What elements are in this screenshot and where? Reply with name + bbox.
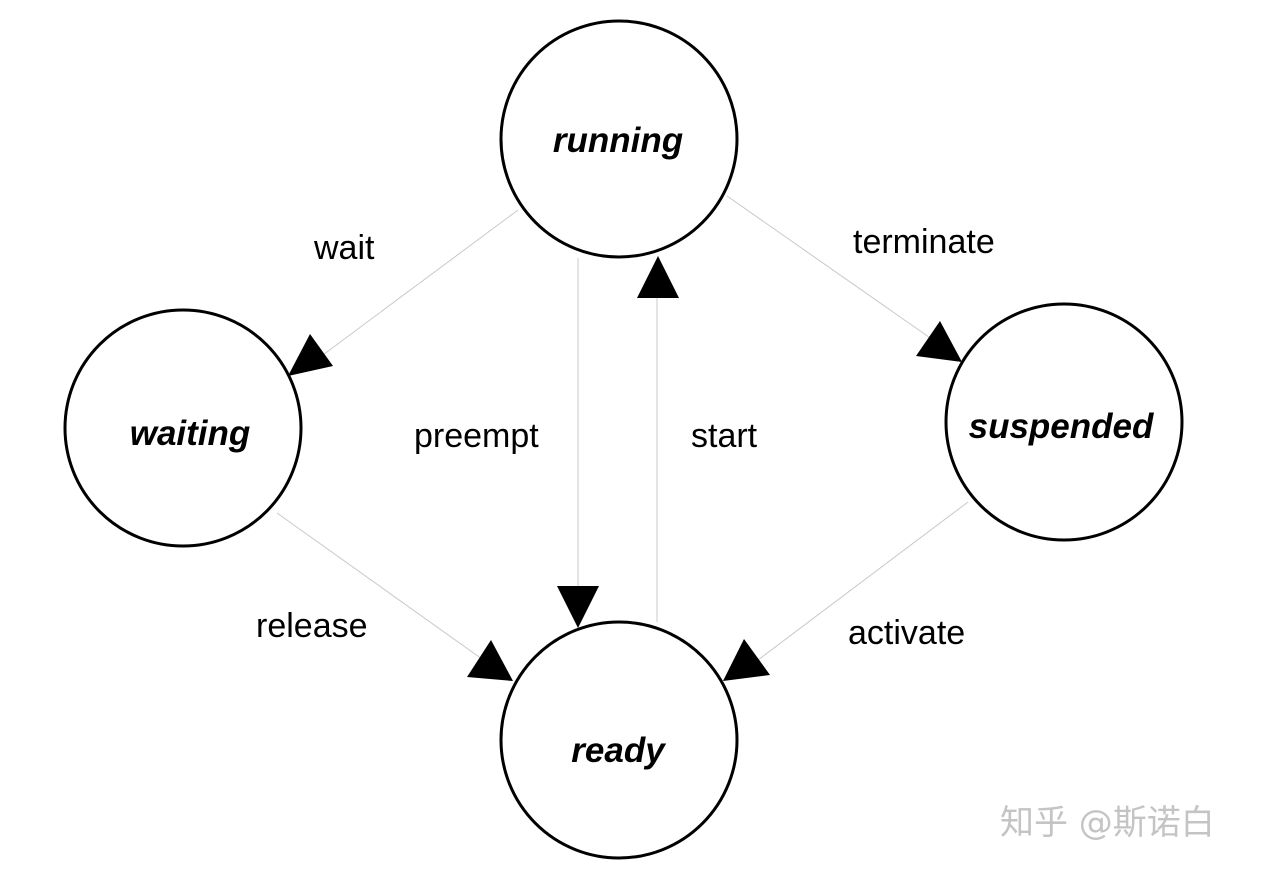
- transition-label-release: release: [256, 607, 368, 645]
- arrow-head-activate: [723, 639, 770, 681]
- arrow-head-preempt: [557, 586, 599, 628]
- state-suspended: [944, 302, 1184, 542]
- state-label-suspended: suspended: [969, 407, 1154, 446]
- arrow-head-wait: [288, 334, 333, 376]
- transition-label-preempt: preempt: [414, 417, 539, 455]
- state-label-waiting: waiting: [130, 414, 251, 453]
- arrow-head-start: [637, 256, 679, 298]
- state-label-running: running: [553, 121, 683, 160]
- transition-label-terminate: terminate: [853, 223, 995, 261]
- edge-terminate: [726, 195, 947, 350]
- transition-label-start: start: [691, 417, 758, 455]
- transition-label-wait: wait: [313, 229, 375, 267]
- arrow-head-release: [467, 640, 513, 681]
- state-label-ready: ready: [571, 731, 666, 770]
- transition-label-activate: activate: [848, 614, 965, 652]
- edge-wait: [299, 209, 519, 373]
- edge-activate: [745, 501, 969, 670]
- state-waiting: [63, 308, 303, 548]
- watermark-text: 知乎 @斯诺白: [1000, 803, 1215, 843]
- state-ready: [499, 620, 739, 860]
- arrow-head-terminate: [916, 321, 962, 362]
- edge-release: [276, 512, 497, 670]
- state-running: [499, 19, 739, 259]
